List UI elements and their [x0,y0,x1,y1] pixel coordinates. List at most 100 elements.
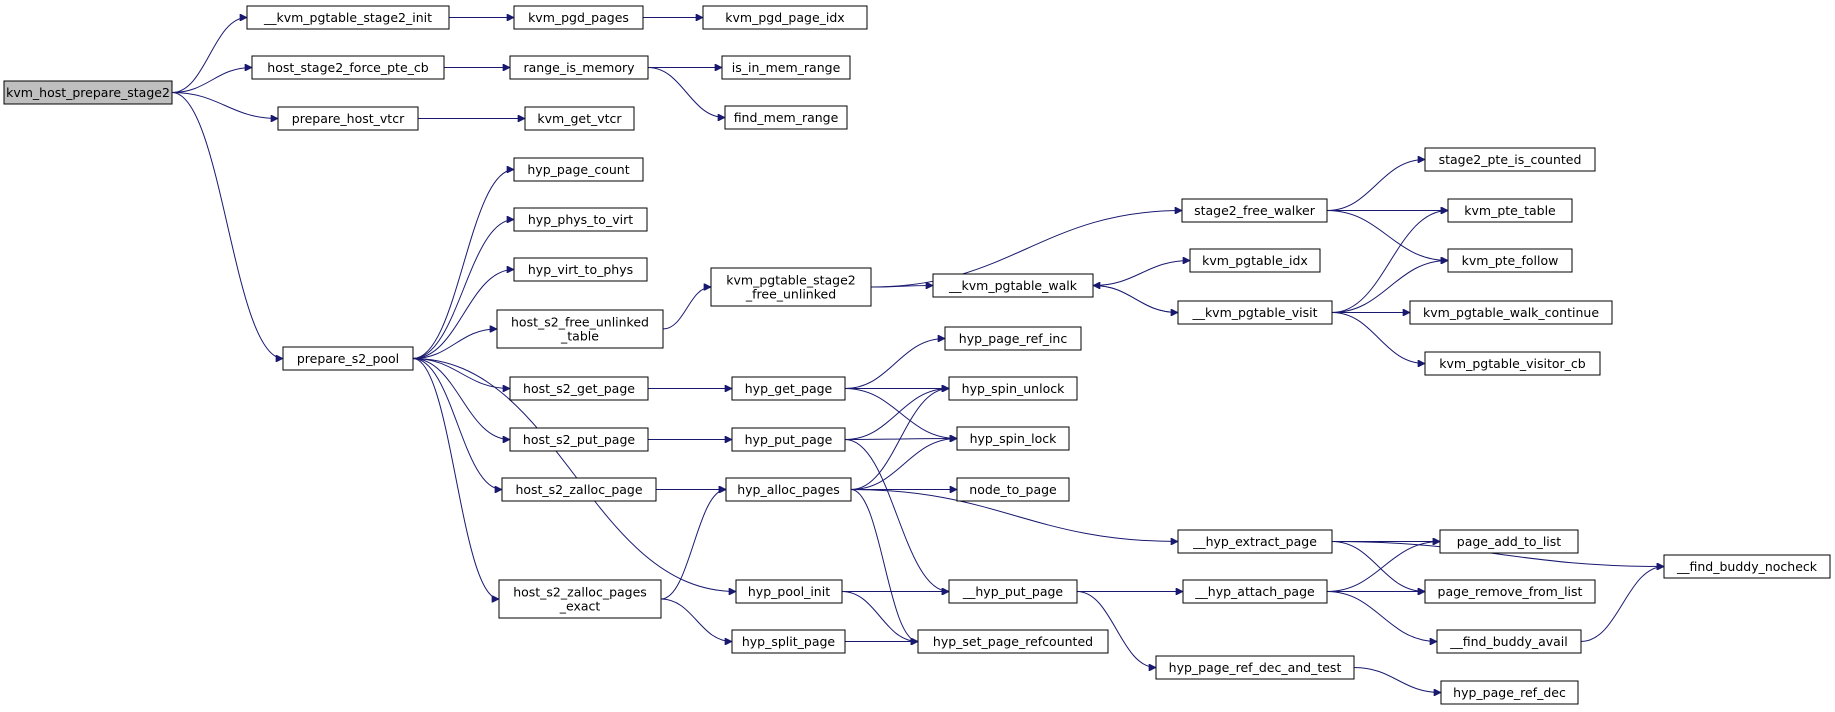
node-kvm-pgtable-visitor-cb[interactable]: kvm_pgtable_visitor_cb [1424,351,1601,376]
node-box [702,5,868,30]
node-kvm-pgtable-stage2-init[interactable]: __kvm_pgtable_stage2_init [246,5,450,30]
node-kvm-host-prepare-stage2[interactable]: kvm_host_prepare_stage2 [3,80,173,105]
node-box [3,80,173,105]
node-box [1447,248,1573,273]
node-label: hyp_get_page [745,381,833,396]
node-label: __kvm_pgtable_visit [1191,305,1317,320]
node-hyp-page-count[interactable]: hyp_page_count [513,157,644,182]
node-label: kvm_pgtable_visitor_cb [1439,356,1586,371]
node-hyp-pool-init[interactable]: hyp_pool_init [735,579,843,604]
edge-prepare-s2-pool-to-host-s2-zalloc-pages-exact [412,358,499,600]
node-kvm-pgtable-visit[interactable]: __kvm_pgtable_visit [1177,300,1333,325]
node-is-in-mem-range[interactable]: is_in_mem_range [721,55,851,80]
node-kvm-pgd-page-idx[interactable]: kvm_pgd_page_idx [702,5,868,30]
node-box [251,55,445,80]
node-box [1447,198,1573,223]
node-find-buddy-avail[interactable]: __find_buddy_avail [1436,629,1582,654]
edge-prepare-s2-pool-to-host-s2-zalloc-page [412,358,502,490]
edge-host-s2-zalloc-pages-exact-to-hyp-split-page [660,598,732,642]
node-box [1181,198,1328,223]
node-host-stage2-force-pte-cb[interactable]: host_stage2_force_pte_cb [251,55,445,80]
edge-kvm-pgtable-stage2-free-unlinked-to-stage2-free-walker [870,211,1182,288]
node-label: host_s2_get_page [523,381,635,396]
node-label: page_remove_from_list [1438,584,1583,599]
node-label: hyp_page_ref_dec [1453,685,1566,700]
node-hyp-spin-unlock[interactable]: hyp_spin_unlock [948,376,1078,401]
node-box [1182,579,1328,604]
node-hyp-virt-to-phys[interactable]: hyp_virt_to_phys [513,257,648,282]
node-box [1439,529,1579,554]
node-label: kvm_pte_table [1464,203,1556,218]
node-hyp-split-page[interactable]: hyp_split_page [731,629,846,654]
node-host-s2-put-page[interactable]: host_s2_put_page [509,427,649,452]
node-box [956,477,1070,502]
node-kvm-pte-table[interactable]: kvm_pte_table [1447,198,1573,223]
edge-kvm-pgtable-visit-to-kvm-pgtable-walk [1093,286,1179,313]
node-hyp-set-page-refcounted[interactable]: hyp_set_page_refcounted [917,629,1109,654]
node-label: __hyp_put_page [962,584,1064,599]
node-box [524,106,635,131]
node-hyp-put-page[interactable]: hyp_put_page [731,427,846,452]
node-label: hyp_spin_lock [970,431,1058,446]
node-label: _table [560,329,599,344]
node-label: node_to_page [969,482,1057,497]
edge-kvm-host-prepare-stage2-to-prepare-host-vtcr [171,92,278,119]
node-box [731,376,846,401]
node-kvm-pgd-pages[interactable]: kvm_pgd_pages [513,5,644,30]
node-hyp-extract-page[interactable]: __hyp_extract_page [1177,529,1333,554]
node-hyp-alloc-pages[interactable]: hyp_alloc_pages [725,477,852,502]
node-host-s2-get-page[interactable]: host_s2_get_page [509,376,649,401]
node-hyp-get-page[interactable]: hyp_get_page [731,376,846,401]
node-hyp-page-ref-inc[interactable]: hyp_page_ref_inc [944,326,1082,351]
node-stage2-free-walker[interactable]: stage2_free_walker [1181,198,1328,223]
node-box [731,629,846,654]
edge-hyp-attach-page-to-find-buddy-avail [1326,591,1437,642]
node-label: __hyp_extract_page [1192,534,1317,549]
node-find-buddy-nocheck[interactable]: __find_buddy_nocheck [1663,554,1831,579]
node-page-remove-from-list[interactable]: page_remove_from_list [1424,579,1596,604]
edge-range-is-memory-to-find-mem-range [647,67,725,118]
edge-kvm-pgtable-visit-to-kvm-pte-table [1331,211,1448,313]
graph-edges [171,18,1664,693]
node-label: hyp_pool_init [748,584,830,599]
node-kvm-pte-follow[interactable]: kvm_pte_follow [1447,248,1573,273]
node-label: __kvm_pgtable_stage2_init [263,10,432,25]
node-label: hyp_alloc_pages [737,482,840,497]
node-hyp-phys-to-virt[interactable]: hyp_phys_to_virt [513,207,648,232]
node-box [282,346,414,371]
node-label: stage2_pte_is_counted [1439,152,1582,167]
node-page-add-to-list[interactable]: page_add_to_list [1439,529,1579,554]
node-hyp-attach-page[interactable]: __hyp_attach_page [1182,579,1328,604]
node-box [724,105,848,130]
node-hyp-page-ref-dec-and-test[interactable]: hyp_page_ref_dec_and_test [1155,655,1355,680]
node-kvm-pgtable-idx[interactable]: kvm_pgtable_idx [1189,248,1321,273]
node-label: hyp_virt_to_phys [528,262,633,277]
node-find-mem-range[interactable]: find_mem_range [724,105,848,130]
node-stage2-pte-is-counted[interactable]: stage2_pte_is_counted [1424,147,1596,172]
node-host-s2-free-unlinked-table[interactable]: host_s2_free_unlinked_table [496,309,664,349]
edge-hyp-alloc-pages-to-hyp-spin-unlock [850,389,949,490]
node-host-s2-zalloc-page[interactable]: host_s2_zalloc_page [501,477,657,502]
node-range-is-memory[interactable]: range_is_memory [509,55,649,80]
edge-hyp-alloc-pages-to-hyp-spin-lock [850,439,957,490]
edge-prepare-s2-pool-to-host-s2-free-unlinked-table [412,329,497,359]
node-kvm-get-vtcr[interactable]: kvm_get_vtcr [524,106,635,131]
node-host-s2-zalloc-pages-exact[interactable]: host_s2_zalloc_pages_exact [498,579,662,619]
node-kvm-pgtable-walk[interactable]: __kvm_pgtable_walk [932,273,1094,298]
node-label: hyp_split_page [742,634,836,649]
edge-hyp-put-page-to-hyp-spin-lock [844,439,957,440]
node-label: _free_unlinked [745,287,836,302]
node-prepare-host-vtcr[interactable]: prepare_host_vtcr [277,106,419,131]
node-kvm-pgtable-stage2-free-unlinked[interactable]: kvm_pgtable_stage2_free_unlinked [710,267,872,307]
node-hyp-page-ref-dec[interactable]: hyp_page_ref_dec [1440,680,1579,705]
node-box [731,427,846,452]
node-kvm-pgtable-walk-continue[interactable]: kvm_pgtable_walk_continue [1409,300,1613,325]
edge-prepare-s2-pool-to-host-s2-get-page [412,358,510,389]
node-hyp-put-page[interactable]: __hyp_put_page [948,579,1078,604]
node-prepare-s2-pool[interactable]: prepare_s2_pool [282,346,414,371]
node-hyp-spin-lock[interactable]: hyp_spin_lock [956,426,1070,451]
node-box [501,477,657,502]
node-box [1436,629,1582,654]
node-node-to-page[interactable]: node_to_page [956,477,1070,502]
node-label: is_in_mem_range [732,60,841,75]
